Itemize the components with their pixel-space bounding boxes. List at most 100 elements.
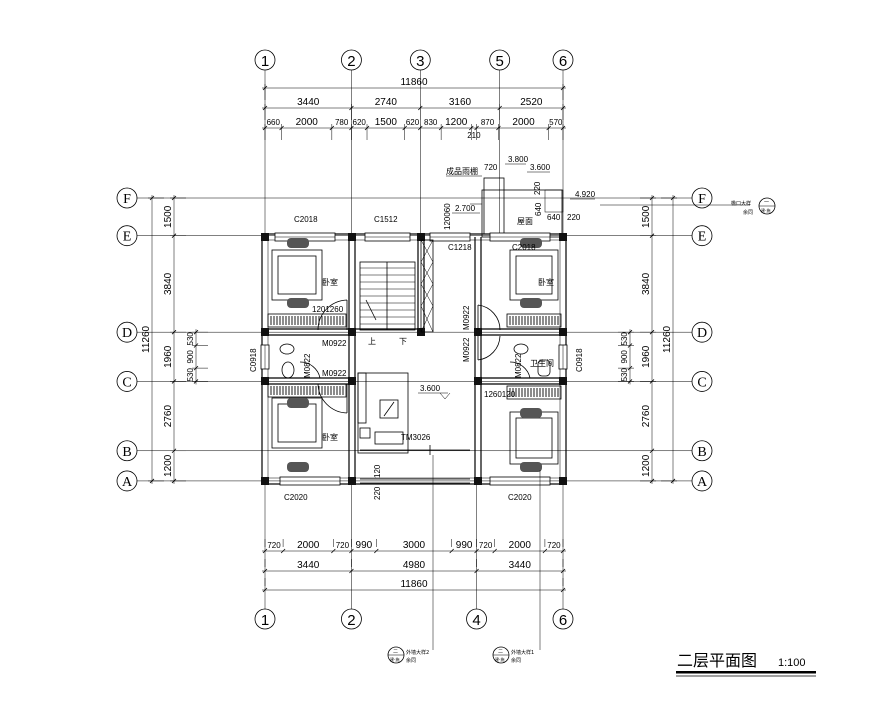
axis-label: 2 (347, 612, 355, 629)
dimension-tick (262, 587, 268, 593)
dimension-text: 1960 (641, 345, 652, 368)
axis-label: C (697, 375, 706, 390)
dimension-text: 3840 (641, 272, 652, 295)
column (417, 233, 425, 241)
axis-bubble (341, 49, 362, 71)
axis-label: F (698, 192, 706, 207)
dimension-tick (262, 548, 268, 554)
dimension-text: 210 (467, 131, 481, 140)
dimension-tick (649, 448, 655, 454)
door-label: M0922 (462, 305, 471, 330)
detail-symbol: 一 建-施 檐口大样 余同 (731, 197, 776, 216)
dimension-text: 870 (481, 118, 495, 127)
axis-label: 3 (416, 53, 424, 70)
dimension-text: 3440 (509, 560, 532, 571)
dimension-text: 11260 (662, 325, 673, 353)
dimension-text: 4980 (403, 560, 426, 571)
dimension-text: 3160 (449, 97, 472, 108)
axis-bubble (116, 225, 138, 247)
door-label: M0922 (322, 369, 347, 378)
dimension-tick (171, 478, 177, 484)
dimension-tick (149, 478, 155, 484)
dimension-tick (331, 548, 336, 554)
axis-bubble (552, 49, 574, 71)
axis-label: 2 (347, 53, 355, 70)
axis-bubble (691, 440, 713, 462)
column (474, 477, 482, 485)
svg-text:余同: 余同 (511, 657, 521, 664)
dimension-text: 720 (479, 541, 493, 550)
dimension-tick (329, 125, 335, 131)
column (348, 233, 356, 241)
window-label: C0918 (575, 348, 584, 372)
axis-label: A (697, 475, 708, 490)
axis-bubble (691, 470, 713, 492)
axis-bubble (116, 187, 138, 209)
axis-bubble (254, 608, 276, 630)
dimension-text: 3840 (163, 272, 174, 295)
wardrobe (506, 313, 562, 328)
axis-label: D (122, 326, 132, 341)
dimension-tick (438, 125, 444, 131)
dimension-tick (474, 568, 479, 574)
axis-bubble (691, 371, 713, 392)
dimension-tick (627, 379, 633, 384)
dimension-tick (417, 105, 423, 111)
staircase (359, 239, 434, 333)
axis-bubble (116, 371, 138, 392)
axis-label: E (698, 230, 707, 245)
room-label: 卧室 (538, 277, 554, 287)
dimension-text: 570 (549, 118, 563, 127)
drawing-scale: 1:100 (778, 657, 806, 669)
dimension-text: 530 (620, 368, 629, 382)
axis-bubble (691, 321, 713, 343)
dimension-text: 720 (336, 541, 350, 550)
column (348, 377, 356, 385)
dimension-tick (374, 548, 379, 554)
dimension-tick (171, 329, 177, 335)
dimension-tick (649, 379, 655, 384)
dimension-tick (627, 329, 633, 335)
column (559, 477, 567, 485)
elevation-label: 2.700 (455, 204, 476, 213)
window-label: C1512 (374, 215, 398, 224)
dimension-text: 1200 (641, 454, 652, 477)
axis-bubble (691, 225, 713, 247)
axis-label: F (123, 192, 131, 207)
svg-text:外墙大样1: 外墙大样1 (511, 649, 534, 656)
dimension-tick (279, 125, 284, 131)
svg-text:建-施: 建-施 (390, 656, 399, 662)
svg-text:二: 二 (498, 649, 503, 655)
dimension-tick (171, 195, 177, 201)
dim-label: 220 (373, 486, 382, 500)
axis-bubble (466, 608, 487, 630)
dimension-text: 2760 (641, 405, 652, 428)
axis-bubble (409, 49, 431, 71)
stair-up-label: 上 (368, 337, 376, 346)
dimension-tick (627, 365, 633, 371)
svg-text:建-施: 建-施 (495, 656, 504, 662)
dim-label: 120060 (443, 203, 452, 230)
dimension-tick (560, 85, 566, 91)
column (348, 477, 356, 485)
dimension-tick (670, 478, 676, 484)
dimension-tick (402, 125, 407, 131)
doors (299, 299, 531, 414)
dimension-text: 2000 (509, 540, 532, 551)
dimension-tick (542, 548, 548, 554)
axis-label: A (122, 475, 133, 490)
drawing-title: 二层平面图 1:100 (676, 651, 816, 677)
dimension-tick (560, 587, 566, 593)
dim-label: 220 (533, 181, 542, 195)
dimension-text: 2000 (296, 117, 319, 128)
axis-label: 6 (559, 612, 567, 629)
axis-label: C (122, 375, 131, 390)
dimension-tick (560, 568, 566, 574)
room-label: 卫生间 (530, 358, 554, 368)
dimension-tick (262, 85, 268, 91)
dimension-tick (649, 329, 655, 335)
dimension-text: 780 (335, 118, 349, 127)
dimension-text: 11260 (141, 325, 152, 353)
